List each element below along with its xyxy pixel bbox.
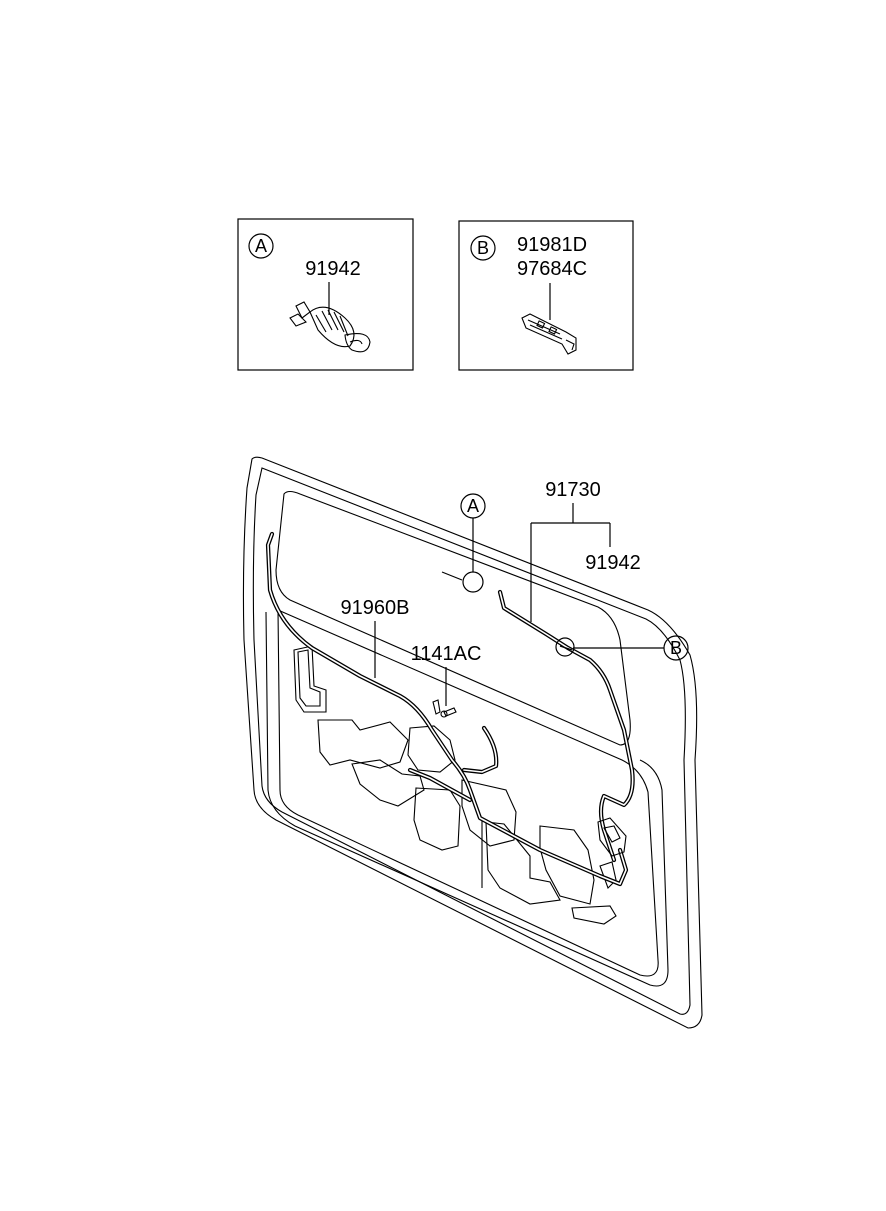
cutout-2 bbox=[317, 719, 409, 769]
callout-1141ac: 1141AC bbox=[411, 643, 482, 706]
detail-box-a: A 91942 bbox=[237, 218, 414, 371]
detail-a-circle bbox=[248, 233, 274, 259]
grommet-icon bbox=[289, 301, 371, 353]
cutout-10 bbox=[599, 861, 617, 889]
fastener-1141ac-icon bbox=[432, 699, 457, 718]
detail-b-letter: B bbox=[477, 238, 489, 258]
window-mark bbox=[441, 571, 463, 581]
part-label-1141ac: 1141AC bbox=[411, 643, 482, 665]
callout-91960b: 91960B bbox=[341, 597, 410, 678]
cutout-3 bbox=[407, 725, 456, 773]
callout-a: A bbox=[460, 493, 486, 572]
cutout-6 bbox=[461, 779, 517, 847]
cutout-1-inner bbox=[297, 649, 321, 707]
lower-panel-recess bbox=[265, 611, 669, 987]
cutout-8 bbox=[539, 825, 595, 905]
detail-box-b: B 91981D 97684C bbox=[458, 220, 634, 371]
cutout-4 bbox=[351, 759, 425, 807]
wiring-harness-91730 bbox=[497, 589, 635, 863]
cutout-1 bbox=[293, 645, 327, 713]
detail-b-circle bbox=[470, 235, 496, 261]
part-label-91960b: 91960B bbox=[341, 597, 410, 619]
wiring-harness-91960b bbox=[265, 531, 629, 887]
detail-a-part-number: 91942 bbox=[305, 258, 361, 280]
detail-b-part-number-2: 97684C bbox=[517, 258, 587, 280]
tailgate-outer-edge bbox=[242, 456, 703, 1029]
cutout-7 bbox=[485, 821, 561, 905]
callout-b-letter: B bbox=[670, 638, 682, 658]
connector-icon bbox=[597, 817, 627, 857]
grommet-position-a bbox=[462, 571, 484, 593]
cutout-5 bbox=[413, 787, 461, 851]
part-label-91942: 91942 bbox=[585, 552, 641, 574]
detail-a-letter: A bbox=[255, 236, 267, 256]
callout-b: B bbox=[573, 635, 689, 661]
callout-b-circle bbox=[663, 635, 689, 661]
callout-91730: 91730 91942 bbox=[530, 479, 641, 622]
detail-box-a-frame bbox=[237, 218, 414, 371]
callout-a-circle bbox=[460, 493, 486, 519]
detail-box-b-frame bbox=[458, 220, 634, 371]
detail-b-part-number-1: 91981D bbox=[517, 234, 587, 256]
part-label-91730: 91730 bbox=[545, 479, 601, 501]
lower-panel-frame bbox=[277, 609, 659, 977]
window-opening bbox=[275, 490, 631, 746]
cutout-9 bbox=[571, 905, 617, 925]
callout-a-letter: A bbox=[467, 496, 479, 516]
grommet-position-b bbox=[555, 637, 575, 657]
clip-icon bbox=[521, 313, 577, 355]
tailgate-inner-edge bbox=[252, 467, 691, 1015]
